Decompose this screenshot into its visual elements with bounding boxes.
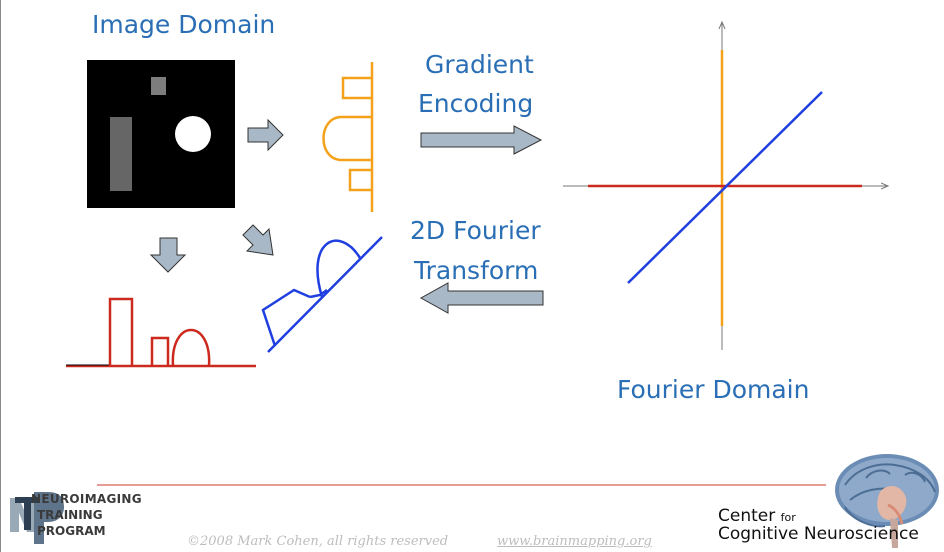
red-projection-profile <box>66 297 256 368</box>
logo-line-training: TRAINING <box>37 508 103 522</box>
logo-line-neuroimaging: NEUROIMAGING <box>31 492 142 506</box>
logo-line-program: PROGRAM <box>37 524 106 538</box>
left-border <box>0 0 1 552</box>
transform-label: Transform <box>414 256 539 285</box>
phantom-bar <box>110 117 132 191</box>
arrow-down <box>149 237 187 273</box>
phantom-small-square <box>151 77 166 95</box>
copyright-text: ©2008 Mark Cohen, all rights reserved <box>187 534 449 549</box>
gradient-label: Gradient <box>425 50 534 79</box>
ccn-center-text: Center <box>718 506 776 526</box>
neuroimaging-logo-mark <box>10 492 64 544</box>
arrow-right-small <box>247 118 284 152</box>
fourier-domain-title: Fourier Domain <box>617 375 810 404</box>
blue-oblique-profile <box>261 236 383 353</box>
ccn-line1: Center for <box>718 506 796 526</box>
arrow-encoding <box>420 125 543 155</box>
phantom-disc <box>175 116 211 152</box>
arrow-transform-left <box>419 282 544 314</box>
website-link[interactable]: www.brainmapping.org <box>497 534 652 549</box>
ccn-line2: Cognitive Neuroscience <box>718 524 919 544</box>
encoding-label: Encoding <box>418 89 534 118</box>
brain-logo <box>835 454 939 548</box>
arrow-diagonal <box>242 224 274 256</box>
fourier-2d-label: 2D Fourier <box>410 216 541 245</box>
fourier-blue-line <box>627 91 823 284</box>
image-domain-title: Image Domain <box>92 10 276 39</box>
orange-projection-profile <box>322 62 374 212</box>
phantom-image <box>87 60 235 208</box>
ccn-for-text: for <box>780 511 796 524</box>
